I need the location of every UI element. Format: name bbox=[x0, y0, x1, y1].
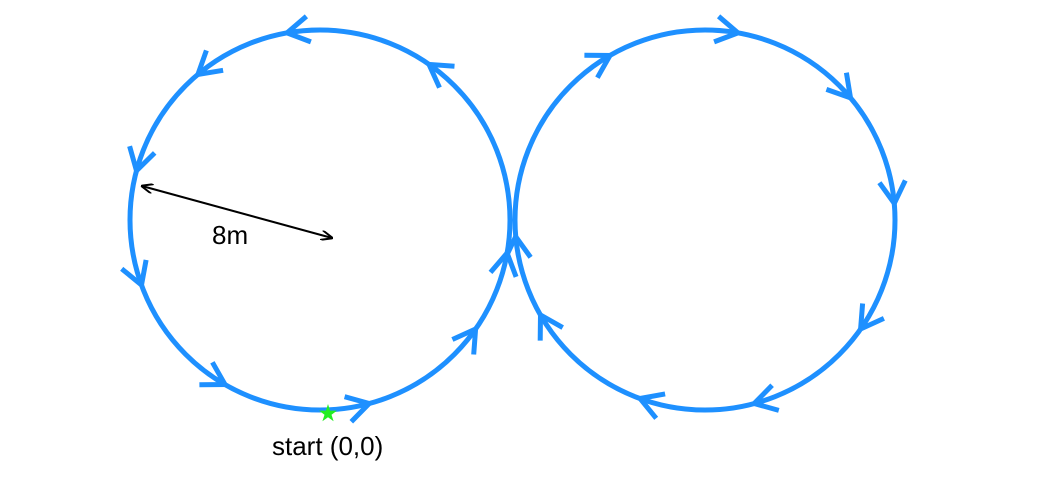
right-loop-direction-arrow-7 bbox=[635, 391, 666, 420]
start-star-marker bbox=[319, 404, 337, 422]
right-loop-direction-arrow-9 bbox=[502, 231, 533, 261]
right-loop-direction-arrow-4 bbox=[877, 179, 908, 209]
right-loop-direction-arrow-3 bbox=[825, 72, 854, 102]
right-loop-direction-arrow-5 bbox=[857, 303, 885, 334]
left-loop-path bbox=[127, 27, 513, 413]
right-loop-direction-arrow-6 bbox=[749, 383, 780, 413]
left-loop-direction-arrow-3 bbox=[194, 49, 224, 78]
radius-arrow bbox=[142, 186, 332, 238]
left-loop-direction-arrow-1 bbox=[424, 61, 455, 89]
left-loop-direction-arrow-4 bbox=[127, 145, 157, 176]
left-loop-direction-arrow-7 bbox=[343, 394, 374, 424]
right-loop-path bbox=[512, 27, 898, 413]
left-loop-direction-arrow-5 bbox=[120, 259, 149, 290]
right-loop-direction-arrow-2 bbox=[713, 14, 743, 45]
left-loop-group bbox=[127, 27, 513, 413]
left-loop-direction-arrow-6 bbox=[199, 361, 230, 388]
right-loop-group bbox=[512, 27, 898, 413]
left-loop-direction-arrow-2 bbox=[282, 14, 312, 45]
radius-label: 8m bbox=[212, 220, 248, 250]
start-label: start (0,0) bbox=[272, 431, 383, 461]
direction-arrows bbox=[120, 14, 908, 424]
left-loop-direction-arrow-8 bbox=[451, 324, 479, 355]
right-loop-direction-arrow-8 bbox=[537, 310, 564, 341]
right-loop-direction-arrow-1 bbox=[584, 52, 615, 79]
